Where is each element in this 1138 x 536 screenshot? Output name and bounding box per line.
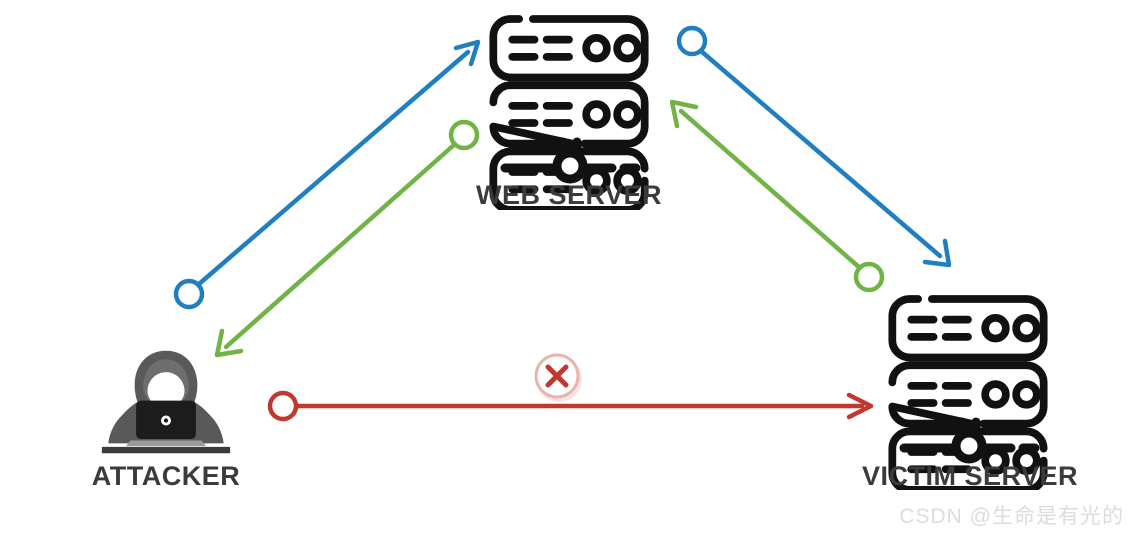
- csdn-watermark: CSDN @生命是有光的: [899, 505, 1124, 528]
- node-label-attacker: ATTACKER: [91, 461, 241, 491]
- connection-start-circle: [173, 278, 205, 310]
- connection-arrowhead: [846, 392, 874, 420]
- connection-start-circle: [267, 390, 299, 422]
- connection-victim-server-to-web-server: [669, 99, 885, 293]
- connection-web-server-to-attacker: [214, 119, 480, 358]
- connection-line: [678, 108, 863, 271]
- close-icon: [545, 364, 569, 388]
- connection-start-circle: [448, 119, 480, 151]
- connection-arrowhead: [453, 39, 481, 67]
- connection-attacker-to-web-server: [173, 39, 481, 310]
- connection-attacker-to-victim-server-blocked: [267, 390, 874, 422]
- blocked-x-marker: [534, 353, 582, 402]
- connection-line: [223, 141, 458, 350]
- hooded-hacker-laptop-icon: [101, 350, 231, 454]
- connection-start-circle: [676, 25, 708, 57]
- connection-line: [196, 49, 471, 287]
- server-stand-victim: [899, 417, 1040, 464]
- connection-web-server-to-victim-server: [676, 25, 952, 268]
- connection-arrowhead: [669, 99, 699, 129]
- connection-arrowhead: [922, 238, 952, 268]
- node-label-victim-server: VICTIM SERVER: [861, 461, 1079, 491]
- node-label-web-server: WEB SERVER: [475, 180, 663, 210]
- connection-arrowhead: [214, 328, 244, 358]
- connection-line: [698, 48, 943, 259]
- connection-start-circle: [853, 261, 885, 293]
- server-stand-web: [500, 137, 641, 184]
